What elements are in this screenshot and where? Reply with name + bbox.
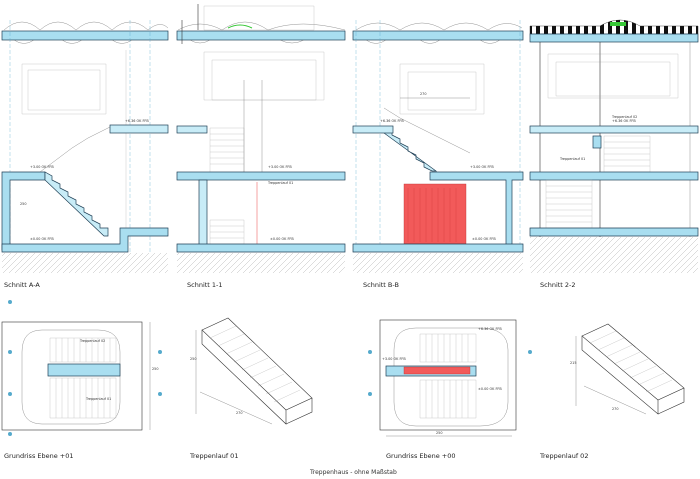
section-2-2-upper-stair [603, 135, 651, 173]
dimension-label: 270 [420, 92, 426, 96]
dimension-label: 270 [612, 407, 618, 411]
plan-00-upper-stair [419, 333, 477, 363]
section-a-a: +6.36 OK FFB +3.00 OK FFB ±0.00 OK FFB 2… [1, 20, 169, 289]
sheet-footer: Treppenhaus - ohne Maßstab [309, 469, 397, 476]
flight-label: Treppenlauf 01 [559, 157, 585, 161]
section-label: Schnitt A-A [4, 281, 40, 289]
flight-label: Treppenlauf 01 [85, 397, 111, 401]
section-label: Schnitt 1-1 [187, 281, 223, 289]
level-label: +6.36 OK FFB [478, 327, 502, 331]
section-a-a-upper-flight [39, 126, 111, 173]
level-label: ±0.00 OK FFB [30, 237, 54, 241]
level-label: +3.00 OK FFB [30, 165, 54, 169]
plan-label: Treppenlauf 01 [189, 452, 238, 460]
dimension-label: 250 [436, 431, 442, 435]
flight-label: Treppenlauf 02 [611, 115, 637, 119]
level-label: +6.36 OK FFB [380, 119, 404, 123]
section-b-b-upper-flight [383, 126, 438, 172]
dimension-label: 250 [152, 367, 158, 371]
plan-01-outline [1, 321, 143, 431]
section-2-2: +6.36 OK FFB Treppenlauf 02 Treppenlauf … [529, 19, 699, 289]
section-label: Schnitt B-B [363, 281, 399, 289]
level-label: ±0.00 OK FFB [478, 387, 502, 391]
dimension-label: 250 [20, 202, 26, 206]
section-1-1-ground-slab [176, 243, 346, 253]
axonometric-flight-01: 250 270 Treppenlauf 01 [189, 317, 313, 460]
section-2-2-ground-slab [529, 227, 699, 237]
section-a-a-ground-slab [1, 227, 169, 253]
plan-level-01: Treppenlauf 02 Treppenlauf 01 250 Grundr… [1, 300, 162, 460]
plan-00-lower-stair [419, 379, 477, 419]
section-label: Schnitt 2-2 [540, 281, 576, 289]
section-1-1-mid-slab [176, 171, 346, 181]
section-1-1: +3.00 OK FFB Treppenlauf 01 ±0.00 OK FFB… [176, 4, 346, 289]
plan-label: Treppenlauf 02 [539, 452, 588, 460]
plan-01-lower-stair: Treppenlauf 01 [49, 377, 117, 419]
section-a-a-upper-landing [109, 124, 169, 134]
level-label: +3.00 OK FFB [470, 165, 494, 169]
dimension-label: 215 [570, 361, 576, 365]
section-1-1-upper-landing [176, 125, 208, 134]
section-2-2-mid-slab [529, 171, 699, 181]
section-2-2-lower-stair [545, 179, 593, 229]
plan-00-outline [379, 319, 517, 431]
plan-00-highlighted-stair [403, 366, 471, 375]
axonometric-flight-02: 215 270 Treppenlauf 02 [539, 323, 685, 460]
dimension-label: 270 [236, 411, 242, 415]
level-label: +3.00 OK FFB [268, 165, 292, 169]
section-b-b-ground-slab [352, 243, 524, 253]
section-2-2-roof [529, 33, 699, 43]
dimension-label: 250 [190, 357, 196, 361]
plan-level-00: +6.36 OK FFB +3.00 OK FFB ±0.00 OK FFB 2… [368, 319, 532, 460]
section-b-b-roof [352, 30, 524, 41]
plan-01-upper-stair: Treppenlauf 02 [49, 337, 117, 363]
level-label: ±0.00 OK FFB [472, 237, 496, 241]
section-b-b-highlighted-stair [403, 183, 467, 245]
section-a-a-lower-flight [44, 171, 109, 237]
level-label: +6.36 OK FFB [125, 119, 149, 123]
plan-label: Grundriss Ebene +00 [386, 452, 456, 460]
flight-02-top-face [581, 323, 685, 401]
section-1-1-upper-stair [209, 127, 245, 173]
flight-label: Treppenlauf 02 [79, 339, 105, 343]
section-b-b: +6.36 OK FFB 270 +3.00 OK FFB ±0.00 OK F… [352, 20, 524, 289]
section-a-a-roof [1, 21, 169, 44]
section-2-2-upper-landing [529, 125, 699, 134]
level-label: +3.00 OK FFB [382, 357, 406, 361]
level-label: +6.36 OK FFB [612, 119, 636, 123]
level-label: ±0.00 OK FFB [270, 237, 294, 241]
section-1-1-roof [176, 30, 346, 41]
flight-label: Treppenlauf 01 [267, 181, 293, 185]
plan-01-landing [47, 363, 121, 377]
plan-label: Grundriss Ebene +01 [4, 452, 74, 460]
